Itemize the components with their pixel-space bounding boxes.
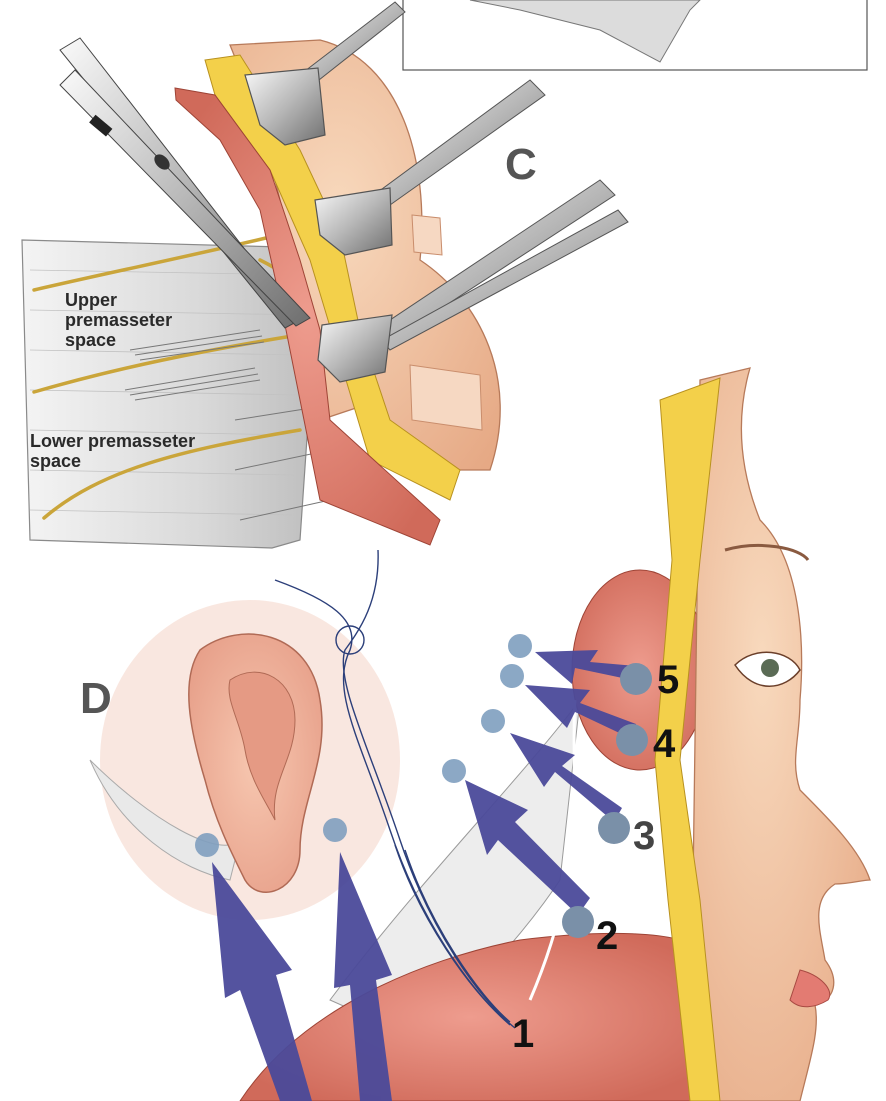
ear-inner [228,671,296,821]
face-flap-fat-edge [654,377,721,1101]
pull-arrows [212,650,636,1101]
subcutaneous-fat-layer [204,54,461,501]
suture-point-5: 5 [657,658,680,702]
panel-label-d: D [80,674,112,723]
upper-premasseter-space-label: Upper premasseter space [65,290,173,350]
suture-origin-points [562,663,652,938]
suture-point-3: 3 [633,814,656,858]
dissecting-scissors [59,37,311,329]
retractor-bottom [317,179,629,383]
suture-point-1: 1 [512,1012,535,1056]
inset-drawing [469,0,701,63]
white-suture-line [528,699,577,1001]
panel-label-c: C [505,140,537,189]
retractor-top [244,1,406,146]
retractor-middle [314,79,546,256]
suture-point-2: 2 [596,914,619,958]
suture-threads [274,549,516,1029]
suture-point-4: 4 [653,722,676,766]
anchor-points [195,634,532,857]
platysma-muscle [239,932,701,1101]
fascia-fibers [29,269,311,516]
eyebrow [724,543,810,562]
face-skin [689,367,871,1101]
lips [789,969,831,1008]
lower-premasseter-space-label: Lower premasseter space [30,431,196,471]
retaining-ligament-fibers [124,329,331,521]
